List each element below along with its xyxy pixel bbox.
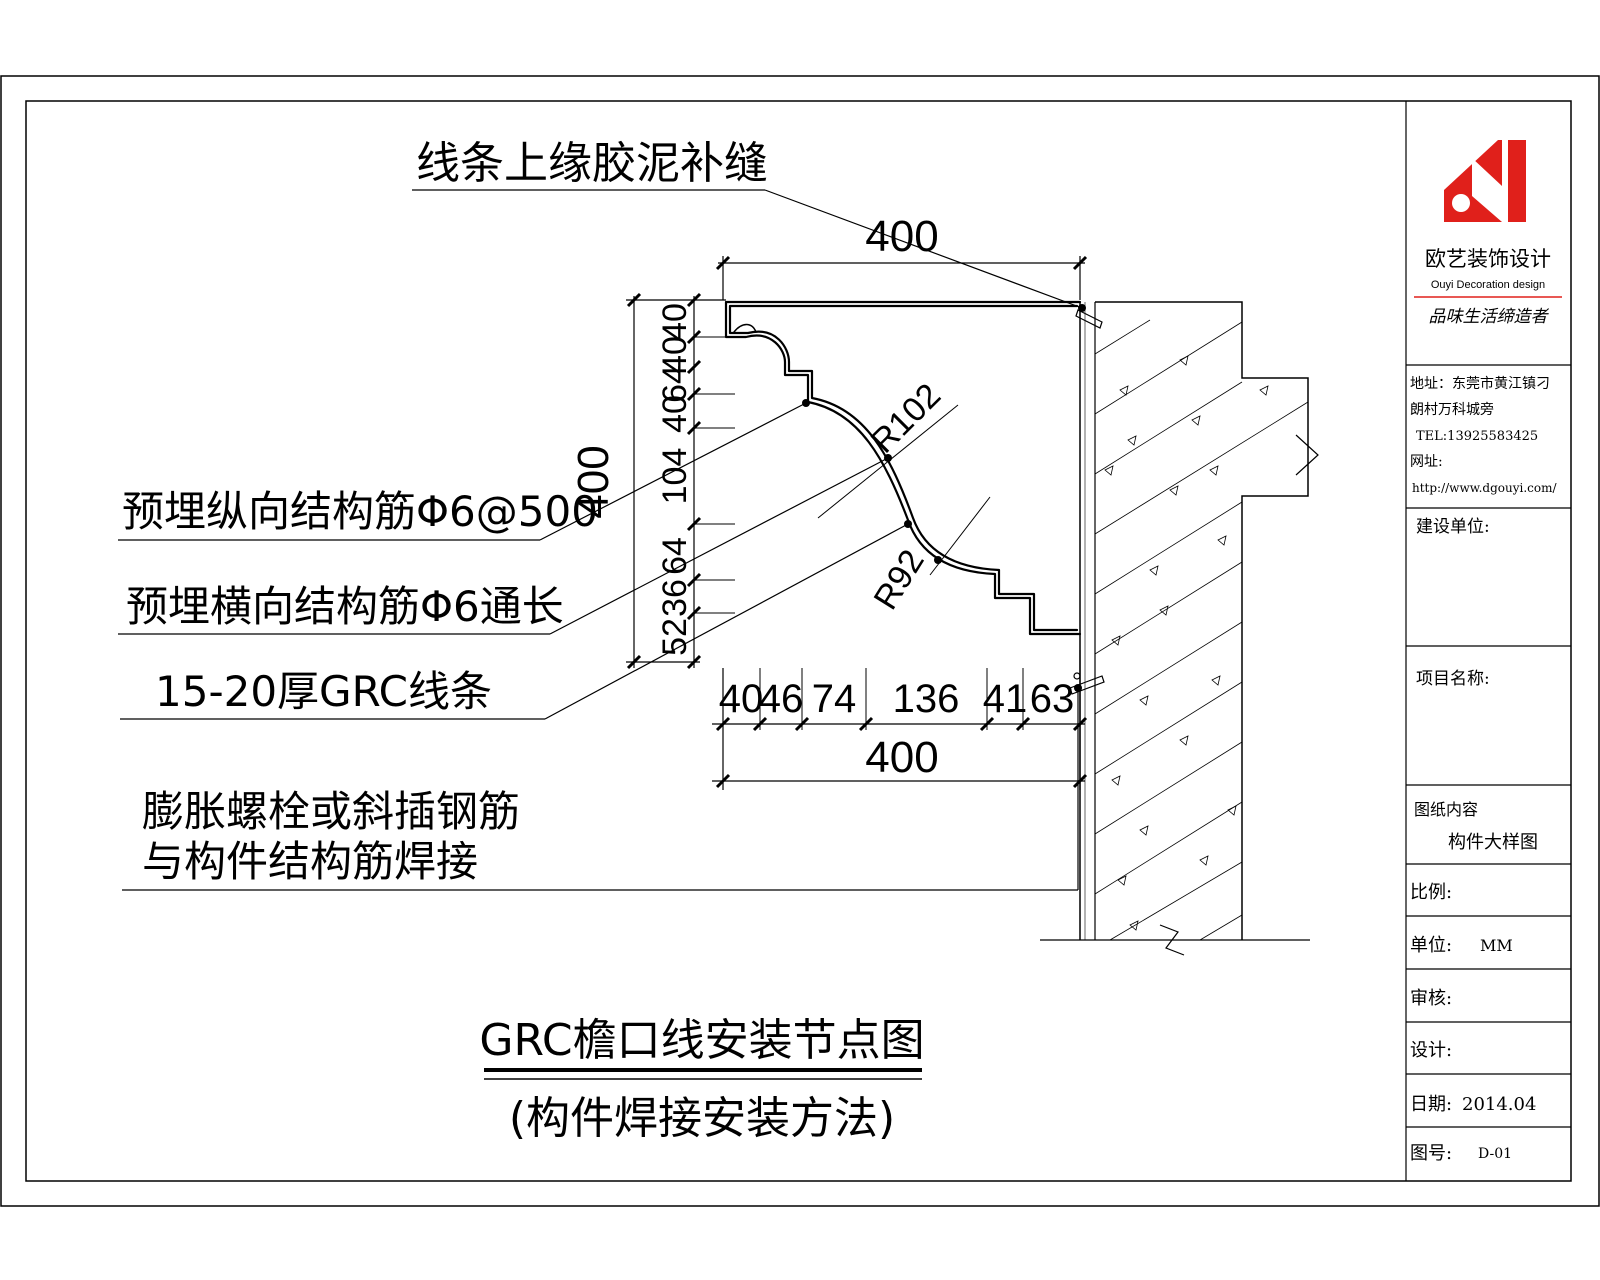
bottom-seg-3: 74 [812,677,857,721]
title-underline [484,1068,922,1080]
left-seg-3: 64 [656,365,694,403]
rebar-dots [802,304,1086,692]
date-label: 日期: [1410,1094,1452,1115]
top-dimension-label: 400 [865,212,938,261]
left-seg-1: 40 [656,303,694,341]
radius-r102-label: R102 [864,376,948,460]
left-seg-5: 104 [656,448,694,505]
design-label: 设计: [1410,1040,1452,1061]
leader-lines [118,189,1083,891]
review-label: 审核: [1410,988,1452,1009]
bottom-seg-2: 46 [759,677,804,721]
sheet-value: D-01 [1478,1146,1512,1162]
sheet-inner-border [25,100,1572,1182]
scale-label: 比例: [1410,882,1452,903]
left-dimension [626,292,735,670]
drawing-title: GRC檐口线安装节点图 [479,1015,924,1066]
unit-label: 单位: [1410,935,1452,956]
sheet-outer-border [0,75,1600,1207]
web-label: 网址: [1410,454,1443,470]
label-bolt-line2: 与构件结构筋焊接 [142,837,478,886]
left-seg-4: 40 [656,395,694,433]
bottom-dimension [712,650,1088,790]
bottom-seg-1: 40 [719,677,764,721]
left-seg-2: 40 [656,336,694,374]
label-long-rebar: 预埋纵向结构筋Φ6@500 [122,487,598,536]
wall-section [1040,301,1319,956]
tel-number: TEL:13925583425 [1416,429,1538,444]
web-url: http://www.dgouyi.com/ [1412,481,1557,495]
address-line-1: 地址：东莞市黄江镇刁 [1410,375,1550,392]
label-bolt-line1: 膨胀螺栓或斜插钢筋 [142,787,520,836]
address-line-2: 朗村万科城旁 [1410,401,1494,418]
bottom-dimension-label: 400 [865,733,938,782]
left-seg-7: 36 [656,579,694,617]
company-slogan: 品味生活缔造者 [1429,307,1550,327]
client-label: 建设单位: [1416,517,1490,537]
top-dimension [715,255,1088,300]
left-segment-labels: 40 40 64 40 104 64 36 52 [656,303,694,656]
company-name: 欧艺装饰设计 [1425,247,1551,271]
grc-cornice-profile [724,300,1082,636]
drawing-subtitle: (构件焊接安装方法) [509,1093,895,1144]
sheet-label: 图号: [1410,1143,1452,1164]
radius-r92-label: R92 [867,543,932,616]
left-seg-8: 52 [656,618,694,656]
title-block [1405,101,1571,1181]
label-caulk: 线条上缘胶泥补缝 [416,138,768,189]
unit-value: MM [1480,936,1513,955]
company-logo-icon [1444,140,1526,222]
bottom-seg-6: 63 [1030,677,1075,721]
left-dimension-label: 400 [569,445,618,518]
anchor-bolts [1069,309,1105,695]
label-trans-rebar: 预埋横向结构筋Φ6通长 [126,582,564,631]
bottom-seg-4: 136 [893,677,960,721]
content-value: 构件大样图 [1448,832,1538,853]
content-label: 图纸内容 [1414,800,1478,819]
bottom-segment-labels: 40 46 74 136 41 63 [719,677,1075,721]
bottom-seg-5: 41 [983,677,1028,721]
company-name-en: Ouyi Decoration design [1431,279,1545,291]
project-label: 项目名称: [1416,669,1490,689]
label-grc-strip: 15-20厚GRC线条 [155,667,492,716]
date-value: 2014.04 [1462,1094,1536,1115]
